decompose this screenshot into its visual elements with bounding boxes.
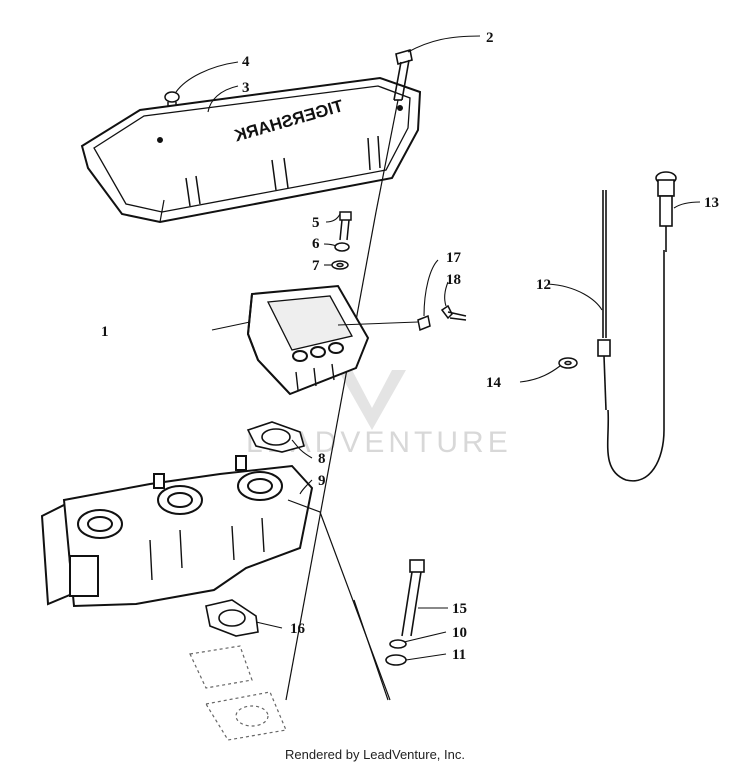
clip-and-screw <box>337 304 467 332</box>
callout-7: 7 <box>312 258 320 274</box>
choke-knob <box>655 171 677 252</box>
callout-8: 8 <box>318 451 326 467</box>
gasket-bottom <box>205 599 259 637</box>
callout-13: 13 <box>704 195 719 211</box>
cap-plug <box>164 91 180 106</box>
callout-5: 5 <box>312 215 320 231</box>
cable-washer <box>558 357 578 369</box>
callout-6: 6 <box>312 236 320 252</box>
callout-4: 4 <box>242 54 250 70</box>
gasket-top <box>246 421 305 453</box>
callout-12: 12 <box>536 277 551 293</box>
callout-15: 15 <box>452 601 467 617</box>
long-bolt-set <box>385 559 425 666</box>
callout-16: 16 <box>290 621 306 637</box>
callout-3: 3 <box>242 80 250 96</box>
air-box <box>246 284 370 396</box>
callout-labels: 1 2 3 4 5 6 7 8 9 10 11 12 13 14 15 16 1… <box>101 30 719 663</box>
callout-14: 14 <box>486 375 502 391</box>
callout-1: 1 <box>101 324 109 340</box>
valve-cover: TIGERSHARK <box>80 76 422 224</box>
callout-11: 11 <box>452 647 466 663</box>
small-bolt-set <box>331 211 352 270</box>
intake-manifold <box>40 455 391 701</box>
cover-bolt <box>285 48 413 701</box>
callout-17: 17 <box>446 250 462 266</box>
leader-lines <box>175 35 701 661</box>
callout-10: 10 <box>452 625 467 641</box>
callout-2: 2 <box>486 30 494 46</box>
callout-18: 18 <box>446 272 461 288</box>
phantom-flange <box>189 645 287 741</box>
callout-9: 9 <box>318 473 326 489</box>
choke-cable <box>597 190 665 482</box>
render-credit: Rendered by LeadVenture, Inc. <box>285 747 465 762</box>
